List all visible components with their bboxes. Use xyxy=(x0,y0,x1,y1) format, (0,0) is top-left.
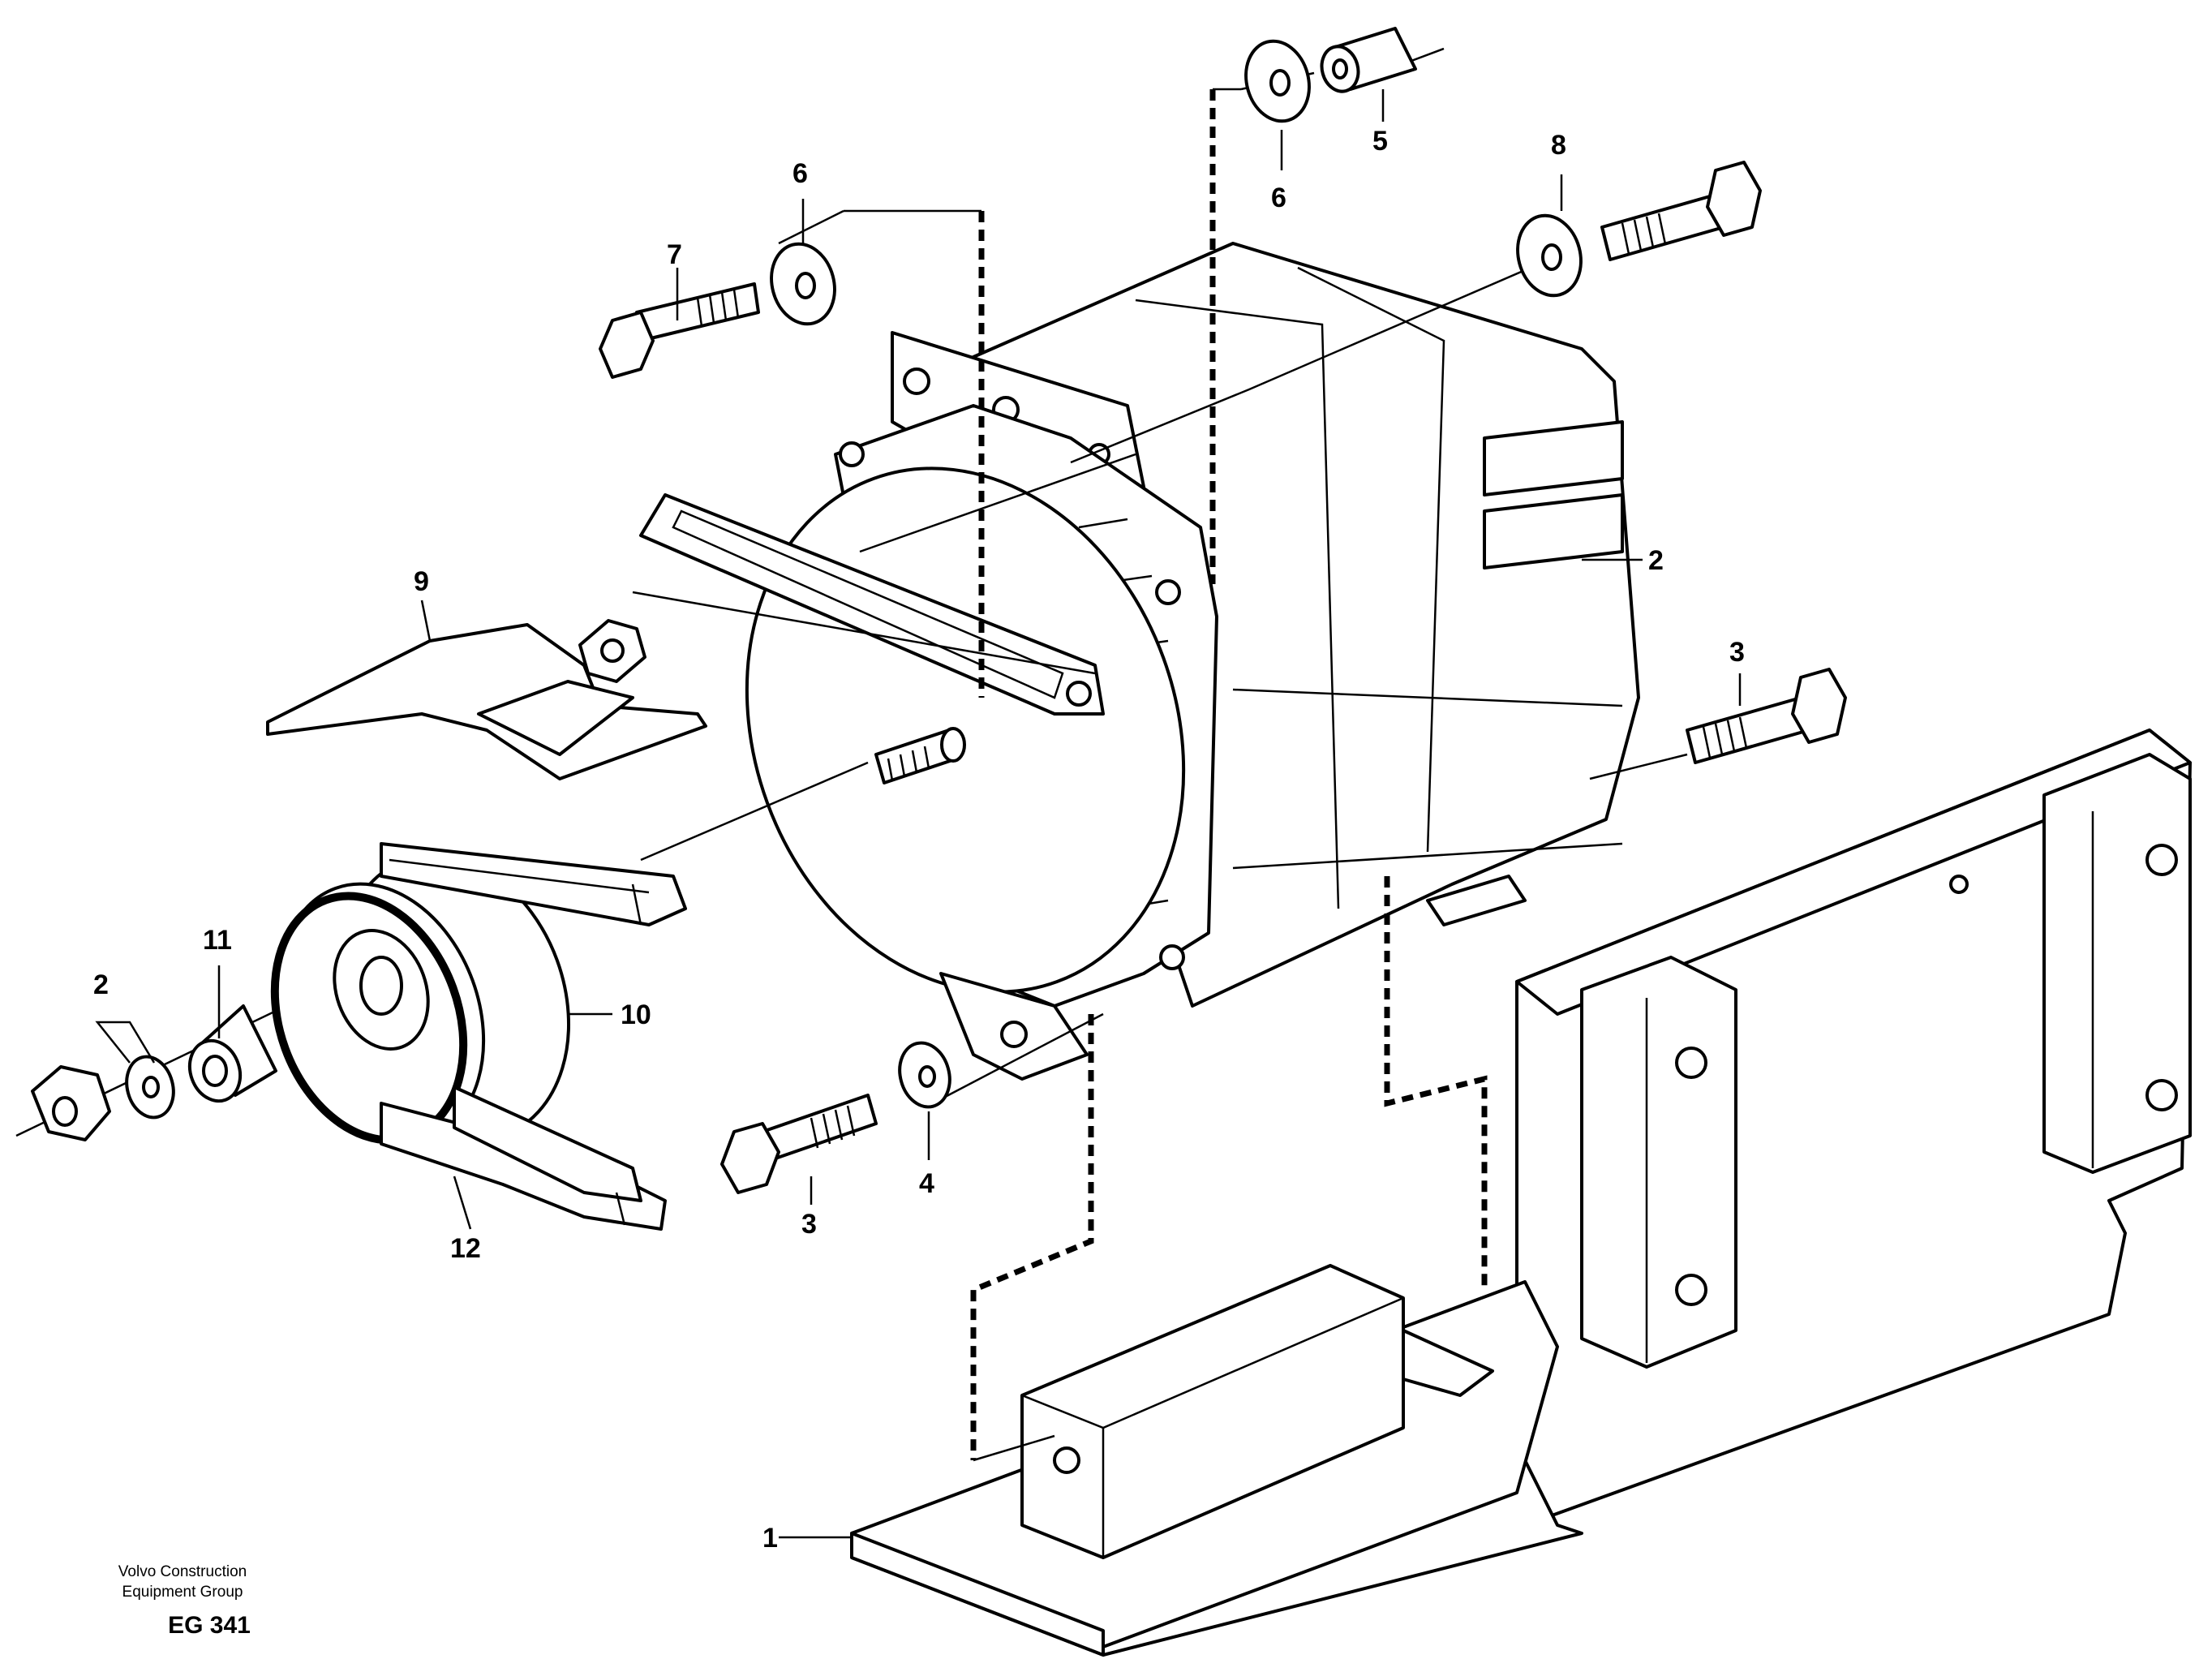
callout-8: 8 xyxy=(1551,130,1566,161)
callout-labels: 7 6 6 5 8 2 3 9 10 11 2 3 4 12 1 xyxy=(93,126,1745,1554)
callout-4: 4 xyxy=(919,1168,934,1199)
footer-company-line2: Equipment Group xyxy=(122,1584,243,1601)
washer-4 xyxy=(898,1041,951,1109)
bolt-3-top xyxy=(1686,668,1847,764)
footer: Volvo Construction Equipment Group EG 34… xyxy=(118,1563,251,1639)
bolt-8 xyxy=(1600,161,1762,261)
callout-1: 1 xyxy=(762,1523,778,1554)
spacer-11 xyxy=(187,1004,277,1103)
pulley xyxy=(270,853,571,1146)
bolt-7 xyxy=(599,282,760,379)
guard-nut xyxy=(578,619,646,683)
callout-2-left: 2 xyxy=(93,969,109,1000)
spacer-5 xyxy=(1320,27,1417,93)
callout-12: 12 xyxy=(450,1233,481,1264)
washer-6-top xyxy=(1244,39,1311,123)
callout-3-bottom: 3 xyxy=(801,1209,817,1240)
callout-3-top: 3 xyxy=(1729,637,1745,668)
callout-10: 10 xyxy=(621,999,651,1030)
washer-2-left xyxy=(125,1055,175,1120)
callout-2-right: 2 xyxy=(1648,545,1664,576)
footer-company-line1: Volvo Construction xyxy=(118,1563,247,1580)
callout-5: 5 xyxy=(1372,126,1388,157)
belt-guard xyxy=(266,623,707,780)
washer-8 xyxy=(1516,213,1583,298)
assembly-guide-lines xyxy=(844,88,1488,1460)
callout-leaders xyxy=(95,89,1742,1539)
bolt-3-bottom xyxy=(720,1094,878,1194)
callout-9: 9 xyxy=(414,566,429,597)
mounting-bracket xyxy=(850,729,2192,1657)
footer-drawing-code: EG 341 xyxy=(168,1612,251,1639)
callout-11: 11 xyxy=(203,925,232,956)
callout-7: 7 xyxy=(667,239,682,270)
callout-6-left: 6 xyxy=(792,158,808,189)
alternator xyxy=(745,242,1640,1081)
nut-2-left xyxy=(31,1065,111,1141)
tension-arm xyxy=(639,493,1105,716)
v-belts xyxy=(380,842,687,1231)
callout-6-top: 6 xyxy=(1271,183,1286,213)
washer-6-left xyxy=(770,242,836,326)
